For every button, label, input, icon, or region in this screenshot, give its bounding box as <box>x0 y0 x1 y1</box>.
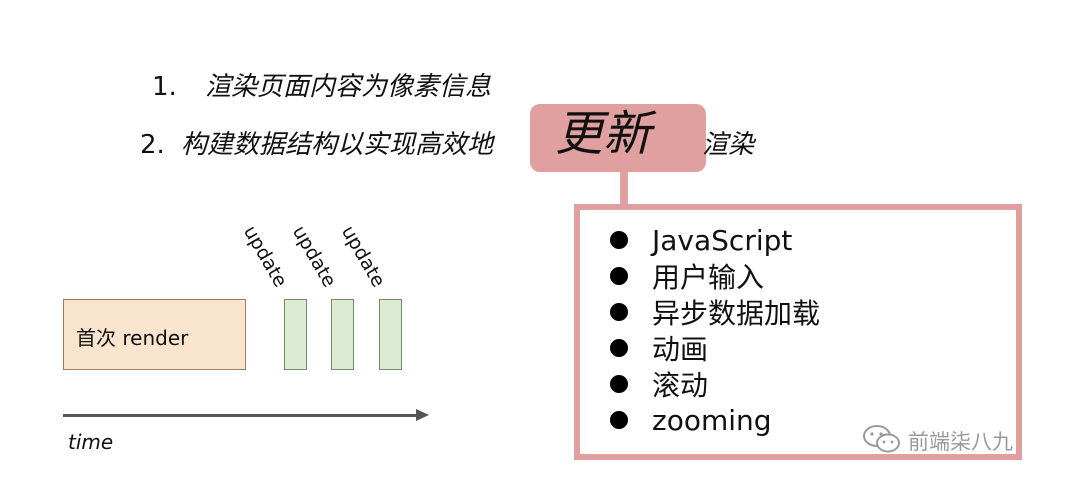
list-item-1-number: 1. <box>152 72 177 102</box>
time-axis-arrowhead <box>416 409 429 421</box>
update-sources-box <box>574 204 1022 460</box>
list-item: 异步数据加载 <box>604 294 820 330</box>
list-item: zooming <box>604 402 820 438</box>
update-label-3: update <box>336 222 390 291</box>
bullet-icon <box>610 303 628 321</box>
list-item-2-text-after: 渲染 <box>702 130 755 160</box>
bullet-icon <box>610 411 628 429</box>
first-render-block <box>63 299 246 370</box>
watermark: 前端柒八九 <box>862 424 1013 458</box>
time-axis-label: time <box>68 430 114 454</box>
bullet-icon <box>610 375 628 393</box>
list-item-1-text: 渲染页面内容为像素信息 <box>205 72 492 102</box>
list-item: 用户输入 <box>604 258 820 294</box>
highlight-box <box>530 104 706 172</box>
source-label: 用户输入 <box>652 261 765 294</box>
source-label: zooming <box>652 403 772 437</box>
update-block-3 <box>379 299 402 370</box>
source-label: 动画 <box>652 333 709 366</box>
list-item-2-text-before: 构建数据结构以实现高效地 <box>181 130 494 160</box>
source-label: 异步数据加载 <box>652 297 821 330</box>
update-label-2: update <box>287 222 341 291</box>
list-item: JavaScript <box>604 222 820 258</box>
update-sources-list: JavaScript 用户输入 异步数据加载 动画 滚动 zooming <box>604 222 820 438</box>
highlight-connector <box>620 172 628 208</box>
bullet-icon <box>610 267 628 285</box>
list-item: 动画 <box>604 330 820 366</box>
list-item-1: 1. 渲染页面内容为像素信息 <box>152 66 491 103</box>
bullet-icon <box>610 231 628 249</box>
first-render-label: 首次 render <box>76 326 189 350</box>
update-block-1 <box>284 299 307 370</box>
watermark-text: 前端柒八九 <box>908 430 1013 454</box>
wechat-icon <box>862 424 902 458</box>
list-item: 滚动 <box>604 366 820 402</box>
source-label: 滚动 <box>652 369 709 402</box>
highlight-text: 更新 <box>554 106 651 162</box>
update-block-2 <box>331 299 354 370</box>
list-item-2-number: 2. <box>140 130 165 160</box>
source-label: JavaScript <box>652 223 793 257</box>
update-label-1: update <box>238 222 292 291</box>
bullet-icon <box>610 339 628 357</box>
time-axis <box>63 414 419 417</box>
list-item-2: 2. 构建数据结构以实现高效地 <box>140 124 493 161</box>
